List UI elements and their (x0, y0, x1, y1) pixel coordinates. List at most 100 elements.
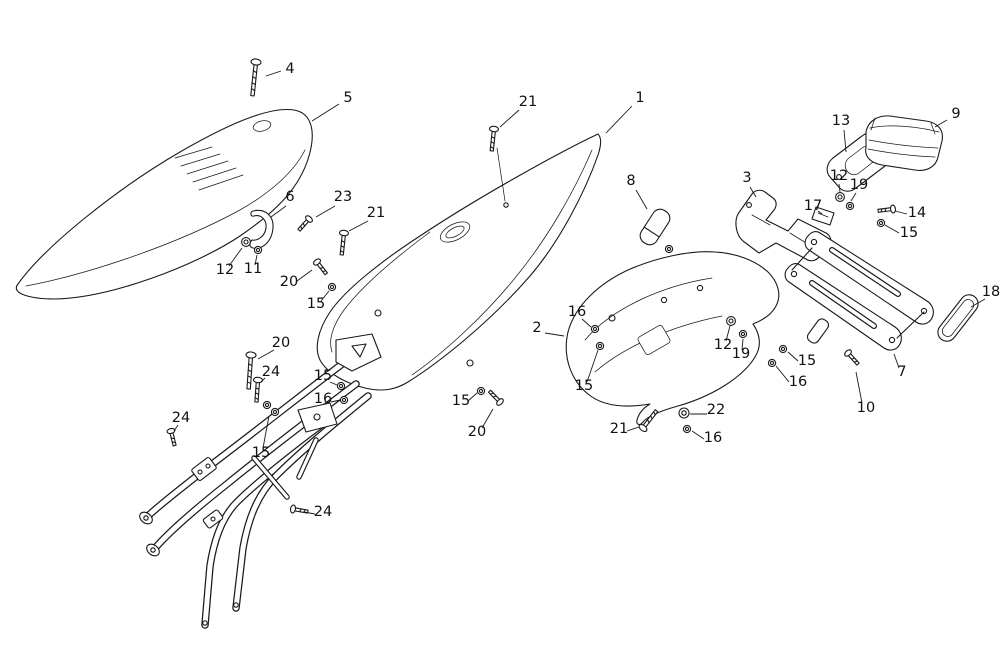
callout-24: 24 (260, 364, 280, 383)
part-number-label: 11 (244, 261, 262, 277)
callout-3: 3 (742, 170, 757, 198)
screw-20-left (311, 257, 330, 277)
leader-line (254, 254, 258, 266)
part-number-label: 24 (314, 504, 332, 520)
part-number-label: 1 (635, 90, 644, 106)
part-number-label: 15 (900, 225, 918, 241)
leader-line (775, 365, 790, 383)
part-number-label: 7 (897, 364, 906, 380)
part-number-label: 15 (307, 296, 325, 312)
leader-line (499, 109, 520, 128)
leader-line (173, 424, 179, 432)
leader-line (330, 399, 341, 403)
callout-17: 17 (804, 198, 823, 215)
screw-21-left (336, 229, 350, 256)
leader-line (228, 247, 243, 267)
callout-22: 22 (690, 402, 725, 418)
callout-15: 15 (575, 349, 599, 394)
washer-15-frame (336, 381, 346, 391)
part-number-label: 18 (982, 284, 1000, 300)
leader-line (311, 103, 340, 122)
leader-line (544, 332, 565, 337)
screw-14 (877, 204, 897, 216)
part-number-label: 15 (252, 445, 270, 461)
part-number-label: 12 (714, 337, 732, 353)
washer-15-mid (476, 386, 486, 396)
reflector-18 (937, 294, 979, 342)
part-number-label: 15 (314, 368, 332, 384)
screw-23 (295, 213, 315, 234)
callout-21: 21 (610, 421, 640, 437)
leader-line (262, 415, 270, 449)
callout-21: 21 (499, 94, 537, 128)
part-number-label: 21 (367, 205, 385, 221)
rear-fender (565, 251, 780, 425)
plate-stay-7 (784, 231, 934, 351)
callout-2: 2 (532, 320, 565, 337)
screw-20-mid (486, 387, 506, 408)
callout-20: 20 (468, 408, 494, 440)
screw-24-frame-bottom (289, 504, 310, 517)
callout-15: 15 (884, 224, 918, 241)
leader-line (296, 269, 313, 282)
callout-15: 15 (252, 415, 270, 461)
part-number-label: 12 (216, 262, 234, 278)
tail-light (865, 115, 943, 171)
part-number-label: 2 (532, 320, 541, 336)
leader-line (586, 349, 599, 383)
leader-line (581, 318, 592, 328)
part-number-label: 20 (468, 424, 486, 440)
callout-5: 5 (311, 90, 353, 122)
callout-20: 20 (280, 269, 313, 290)
callout-20: 20 (257, 335, 290, 360)
callout-13: 13 (832, 113, 850, 153)
part-number-label: 8 (626, 173, 635, 189)
leader-line (894, 210, 908, 215)
part-number-label: 10 (857, 400, 875, 416)
leader-line (265, 70, 282, 77)
callout-8: 8 (626, 173, 648, 210)
nut-12-seat (241, 237, 251, 247)
callout-1: 1 (605, 90, 645, 134)
screw-4 (246, 57, 262, 97)
leader-line (605, 105, 633, 134)
callout-4: 4 (265, 61, 295, 77)
leader-line (348, 220, 369, 232)
part-number-label: 22 (707, 402, 725, 418)
part-number-label: 9 (951, 106, 960, 122)
callout-18: 18 (970, 284, 1000, 308)
callout-16: 16 (691, 430, 722, 446)
callout-19: 19 (732, 338, 750, 362)
callout-16: 16 (314, 391, 341, 407)
leader-line (260, 377, 266, 383)
leader-line (843, 129, 847, 153)
leader-line (787, 351, 799, 362)
leader-line (884, 224, 900, 234)
washer-16-bottom (682, 424, 692, 434)
part-number-label: 15 (798, 353, 816, 369)
callout-15: 15 (314, 368, 338, 386)
leader-line (838, 183, 841, 193)
washer-15-left (327, 282, 337, 292)
callout-24: 24 (172, 410, 190, 432)
screw-21-top (486, 125, 500, 152)
callout-15: 15 (787, 351, 816, 369)
part-number-label: 19 (850, 177, 868, 193)
leader-line (303, 511, 316, 515)
leader-line (635, 189, 648, 210)
nut-12-fender (726, 316, 736, 326)
leader-line (691, 430, 705, 440)
part-number-label: 14 (908, 205, 926, 221)
part-number-label: 16 (314, 391, 332, 407)
part-number-label: 16 (789, 374, 807, 390)
nut-12-plate (835, 192, 845, 202)
part-number-label: 20 (272, 335, 290, 351)
leader-line (626, 426, 640, 432)
washer-15-right (778, 344, 788, 354)
part-number-label: 15 (575, 378, 593, 394)
callout-6: 6 (270, 189, 295, 218)
part-number-label: 21 (610, 421, 628, 437)
callout-15: 15 (307, 290, 330, 312)
